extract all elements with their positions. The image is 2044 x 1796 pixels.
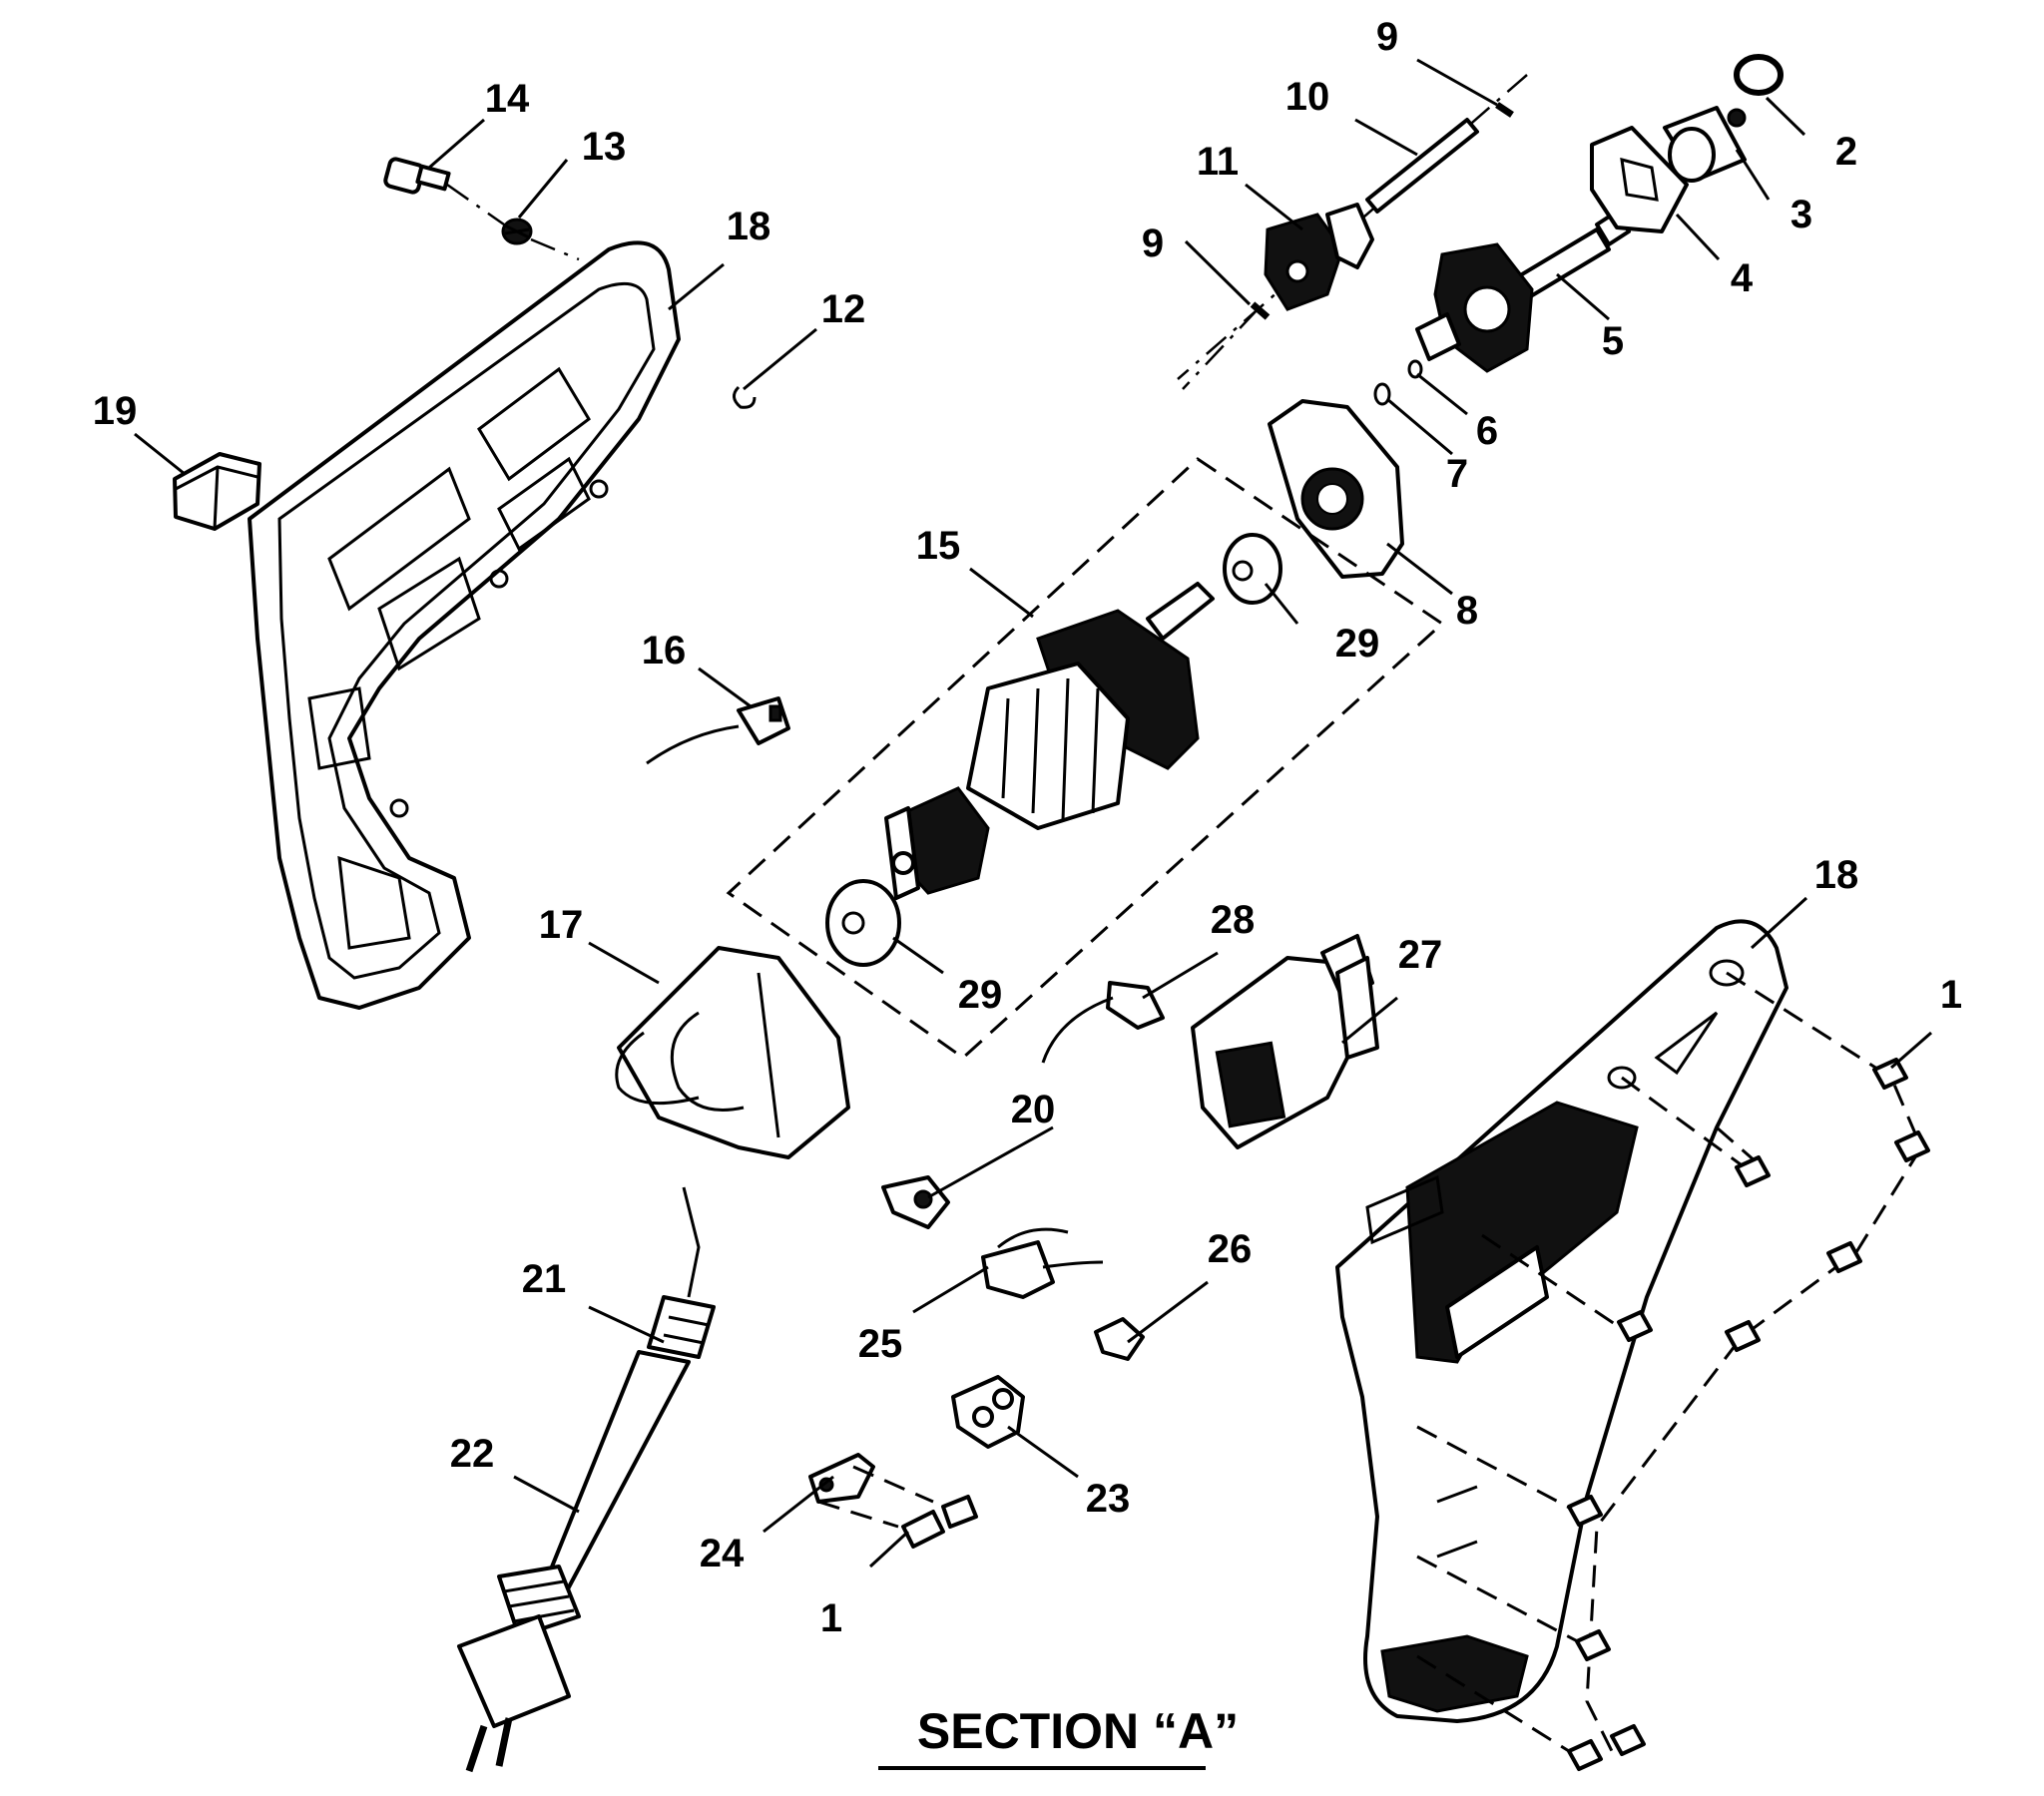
part-5-spindle-gear bbox=[1415, 210, 1631, 373]
callout-9-top: 9 bbox=[1376, 15, 1398, 59]
part-7-ball bbox=[1373, 382, 1391, 406]
part-13-spring bbox=[501, 218, 533, 245]
callout-1-lower: 1 bbox=[820, 1596, 842, 1640]
callout-7: 7 bbox=[1446, 452, 1468, 496]
part-9-pin-top bbox=[1495, 102, 1514, 118]
callout-10: 10 bbox=[1285, 75, 1330, 119]
part-17-field-coil bbox=[615, 946, 850, 1159]
part-9-pin-lower bbox=[1250, 301, 1271, 320]
part-21-cord-protector bbox=[647, 1186, 716, 1359]
callout-19: 19 bbox=[93, 389, 138, 433]
callout-labels: 1 1 2 3 4 5 6 7 8 9 9 10 11 12 13 14 15 … bbox=[93, 15, 1962, 1640]
armature-assembly-box bbox=[726, 457, 1445, 1060]
callout-18-left: 18 bbox=[727, 205, 771, 248]
part-16-terminal-wire bbox=[646, 696, 790, 765]
part-15-armature bbox=[884, 582, 1215, 900]
part-25-suppressor bbox=[981, 1227, 1104, 1299]
callout-4: 4 bbox=[1731, 256, 1754, 300]
callout-9-lower: 9 bbox=[1142, 222, 1164, 265]
callout-3: 3 bbox=[1790, 193, 1812, 236]
callout-29-bottom: 29 bbox=[958, 973, 1003, 1017]
callout-28: 28 bbox=[1211, 898, 1256, 942]
part-14-bolt bbox=[383, 157, 451, 195]
callout-11: 11 bbox=[1197, 140, 1239, 184]
callout-13: 13 bbox=[582, 125, 627, 169]
callout-5: 5 bbox=[1602, 319, 1624, 363]
part-11-gear bbox=[1264, 203, 1374, 311]
callout-16: 16 bbox=[642, 629, 687, 673]
callout-17: 17 bbox=[539, 903, 584, 947]
part-24-cord-clamp bbox=[808, 1453, 875, 1504]
callout-1-right: 1 bbox=[1940, 973, 1962, 1017]
part-23-terminal-block bbox=[951, 1375, 1025, 1449]
part-1-screw-lower-b bbox=[941, 1495, 978, 1529]
callout-21: 21 bbox=[522, 1257, 567, 1301]
callout-14: 14 bbox=[485, 77, 530, 121]
section-title: SECTION “A” bbox=[917, 1703, 1239, 1759]
callout-23: 23 bbox=[1086, 1477, 1131, 1521]
callout-26: 26 bbox=[1208, 1227, 1253, 1271]
callout-29-top: 29 bbox=[1335, 622, 1380, 666]
part-1-screw-lower-a bbox=[901, 1510, 945, 1549]
part-10-shaft bbox=[1365, 118, 1479, 214]
left-housing-half bbox=[248, 240, 681, 1010]
section-title-group: SECTION “A” bbox=[878, 1703, 1239, 1770]
part-28-terminal-wire bbox=[1041, 981, 1165, 1064]
callout-24: 24 bbox=[700, 1532, 745, 1575]
callout-15: 15 bbox=[916, 524, 961, 568]
callout-18-right: 18 bbox=[1814, 853, 1859, 897]
part-19-block bbox=[173, 452, 261, 531]
callout-20: 20 bbox=[1011, 1088, 1056, 1131]
part-12-clip bbox=[733, 385, 757, 409]
part-20-bracket bbox=[881, 1175, 950, 1229]
callout-8: 8 bbox=[1456, 589, 1478, 633]
part-29-bearing-bottom bbox=[825, 879, 901, 967]
callout-25: 25 bbox=[858, 1322, 903, 1366]
callout-6: 6 bbox=[1476, 409, 1498, 453]
callout-12: 12 bbox=[821, 287, 866, 331]
part-22-power-cord bbox=[457, 1350, 691, 1773]
part-26-clip bbox=[1094, 1317, 1145, 1361]
part-27-switch bbox=[1191, 934, 1379, 1149]
callout-22: 22 bbox=[450, 1432, 495, 1476]
callout-2: 2 bbox=[1835, 130, 1857, 174]
part-1-screws-right bbox=[1567, 1058, 1930, 1771]
part-3-bushing bbox=[1663, 106, 1747, 183]
leader-lines bbox=[134, 58, 1932, 1569]
part-8-gear-case bbox=[1268, 399, 1404, 579]
right-housing-half bbox=[1335, 919, 1788, 1723]
callout-27: 27 bbox=[1398, 933, 1443, 977]
part-2-retaining-ring bbox=[1734, 54, 1784, 96]
part-4-bearing-plate bbox=[1590, 126, 1689, 233]
